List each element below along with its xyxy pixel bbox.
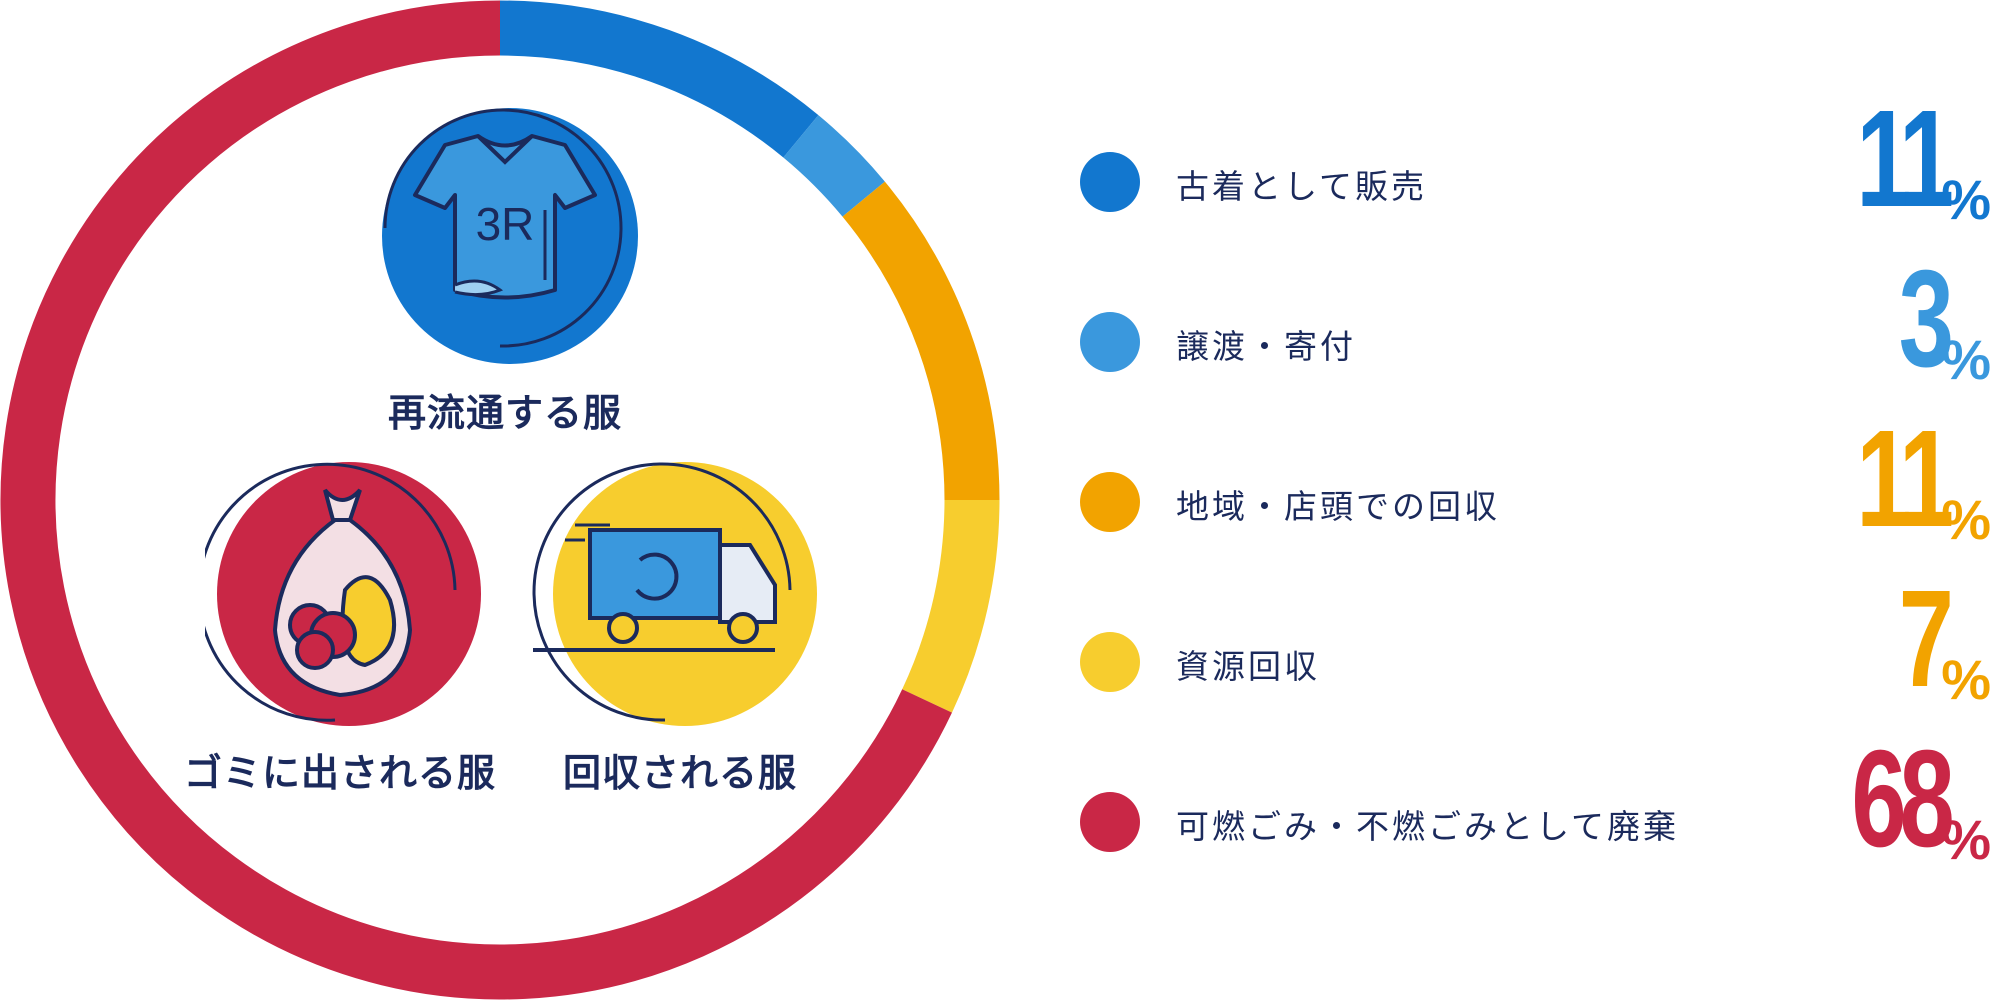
collected-icon-block [525, 450, 825, 730]
legend-dot [1080, 152, 1140, 212]
donut-slice-2 [842, 181, 1000, 501]
donut-svg [0, 0, 1000, 1000]
shirt-3r-icon: 3R [382, 108, 638, 364]
legend-value: 11% [1821, 90, 1991, 228]
legend-label: 譲渡・寄付 [1176, 327, 1356, 366]
legend-row: 地域・店頭での回収 11% [1080, 410, 1991, 560]
legend-label: 古着として販売 [1176, 167, 1428, 206]
legend-value-percent: % [1941, 808, 1991, 871]
legend-value-percent: % [1941, 648, 1991, 711]
donut-chart: 3R 再流通する服 ゴミに出される服 回 [0, 0, 1000, 1000]
recycle-truck-icon [532, 462, 817, 726]
garbage-label: ゴミに出される服 [183, 751, 497, 795]
donut-slice-3 [902, 499, 1000, 713]
legend-row: 譲渡・寄付 3% [1080, 250, 1991, 400]
garbage-icon-block [197, 450, 485, 730]
legend-row: 古着として販売 11% [1080, 90, 1991, 240]
legend-value: 11% [1821, 410, 1991, 548]
legend-dot [1080, 632, 1140, 692]
legend-value: 3% [1880, 250, 1991, 388]
legend-row: 資源回収 7% [1080, 570, 1991, 720]
legend-value-number: 11 [1856, 82, 1955, 236]
legend-value-number: 7 [1899, 562, 1954, 716]
legend-row: 可燃ごみ・不燃ごみとして廃棄 68% [1080, 730, 1991, 880]
legend-value-percent: % [1941, 168, 1991, 231]
shirt-3r-text: 3R [476, 198, 535, 250]
legend-value-percent: % [1941, 328, 1991, 391]
legend-dot [1080, 792, 1140, 852]
donut-slice-0 [499, 0, 819, 158]
legend-value-number: 11 [1856, 402, 1955, 556]
legend-label: 地域・店頭での回収 [1176, 487, 1500, 526]
legend-value-number: 3 [1899, 242, 1954, 396]
legend-dot [1080, 312, 1140, 372]
legend-value-number: 68 [1851, 722, 1954, 876]
legend-value: 7% [1880, 570, 1991, 708]
donut-slice-4 [0, 0, 952, 1000]
donut-slice-1 [783, 115, 885, 217]
legend-value-percent: % [1941, 488, 1991, 551]
garbage-bag-icon [197, 462, 481, 726]
legend-label: 資源回収 [1176, 647, 1320, 686]
legend-value: 68% [1814, 730, 1991, 868]
legend-label: 可燃ごみ・不燃ごみとして廃棄 [1176, 807, 1680, 846]
resale-icon-block: 3R [370, 100, 640, 370]
collected-label: 回収される服 [562, 751, 798, 795]
legend-dot [1080, 472, 1140, 532]
resale-label: 再流通する服 [387, 391, 623, 435]
